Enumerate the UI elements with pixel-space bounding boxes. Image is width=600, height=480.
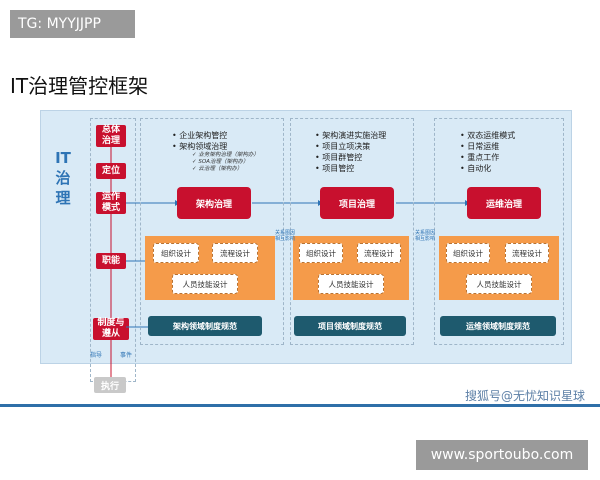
tag-text: TG: MYYJJPP <box>18 16 101 32</box>
org-design-box: 组织设计 <box>446 243 490 263</box>
bullet-item: 项目群管控 <box>315 152 386 163</box>
project-section <box>290 118 414 345</box>
footer-url: www.sportoubo.com <box>416 440 588 470</box>
relation-label: 关系图因 相互影响 <box>414 230 435 242</box>
sub-bullet-item: SOA治理（架构办） <box>192 159 259 166</box>
bullet-item: 架构演进实施治理 <box>315 130 386 141</box>
operations-bullets: 双态运维模式 日常运维 重点工作 自动化 <box>460 130 515 174</box>
guidance-label: 指导 <box>90 352 103 359</box>
operations-section <box>434 118 564 345</box>
operations-governance-box: 运维治理 <box>467 187 541 219</box>
relation-label: 关系图因 相互影响 <box>274 230 295 242</box>
function-box: 职能 <box>96 253 126 269</box>
bullet-item: 重点工作 <box>460 152 515 163</box>
footer-url-text: www.sportoubo.com <box>430 447 574 463</box>
org-design-box: 组织设计 <box>153 243 199 263</box>
operations-standard-bar: 运维领域制度规范 <box>440 316 556 336</box>
overall-governance-box: 总体 治理 <box>96 125 126 147</box>
architecture-bullets: 企业架构管控 架构领域治理 <box>172 130 227 152</box>
tag-banner: TG: MYYJJPP <box>10 10 135 38</box>
org-design-box: 组织设计 <box>299 243 343 263</box>
project-standard-bar: 项目领域制度规范 <box>294 316 406 336</box>
architecture-sub-bullets: 业务架构治理（架构办） SOA治理（架构办） 云治理（架构办） <box>182 152 259 173</box>
bullet-item: 项目管控 <box>315 163 386 174</box>
bullet-item: 企业架构管控 <box>172 130 227 141</box>
bullet-item: 双态运维模式 <box>460 130 515 141</box>
bullet-item: 自动化 <box>460 163 515 174</box>
operating-model-box: 运作 模式 <box>96 192 126 214</box>
bullet-item: 项目立项决策 <box>315 141 386 152</box>
page-title: IT治理管控框架 <box>10 74 149 98</box>
process-design-box: 流程设计 <box>212 243 258 263</box>
it-governance-label: IT 治 理 <box>55 149 71 207</box>
project-bullets: 架构演进实施治理 项目立项决策 项目群管控 项目管控 <box>315 130 386 174</box>
process-design-box: 流程设计 <box>505 243 549 263</box>
event-label: 事件 <box>120 352 133 359</box>
positioning-box: 定位 <box>96 163 126 179</box>
execution-box: 执行 <box>94 377 126 393</box>
policy-compliance-box: 制度与 遵从 <box>93 318 129 340</box>
watermark-text: 搜狐号@无忧知识星球 <box>465 389 586 403</box>
process-design-box: 流程设计 <box>357 243 401 263</box>
people-skill-design-box: 人员技能设计 <box>172 274 238 294</box>
blue-divider <box>0 404 600 407</box>
people-skill-design-box: 人员技能设计 <box>318 274 384 294</box>
people-skill-design-box: 人员技能设计 <box>466 274 532 294</box>
sub-bullet-item: 业务架构治理（架构办） <box>192 152 259 159</box>
bullet-item: 日常运维 <box>460 141 515 152</box>
bullet-item: 架构领域治理 <box>172 141 227 152</box>
project-governance-box: 项目治理 <box>320 187 394 219</box>
architecture-governance-box: 架构治理 <box>177 187 251 219</box>
architecture-standard-bar: 架构领域制度规范 <box>148 316 262 336</box>
architecture-section <box>140 118 284 345</box>
sub-bullet-item: 云治理（架构办） <box>192 166 259 173</box>
